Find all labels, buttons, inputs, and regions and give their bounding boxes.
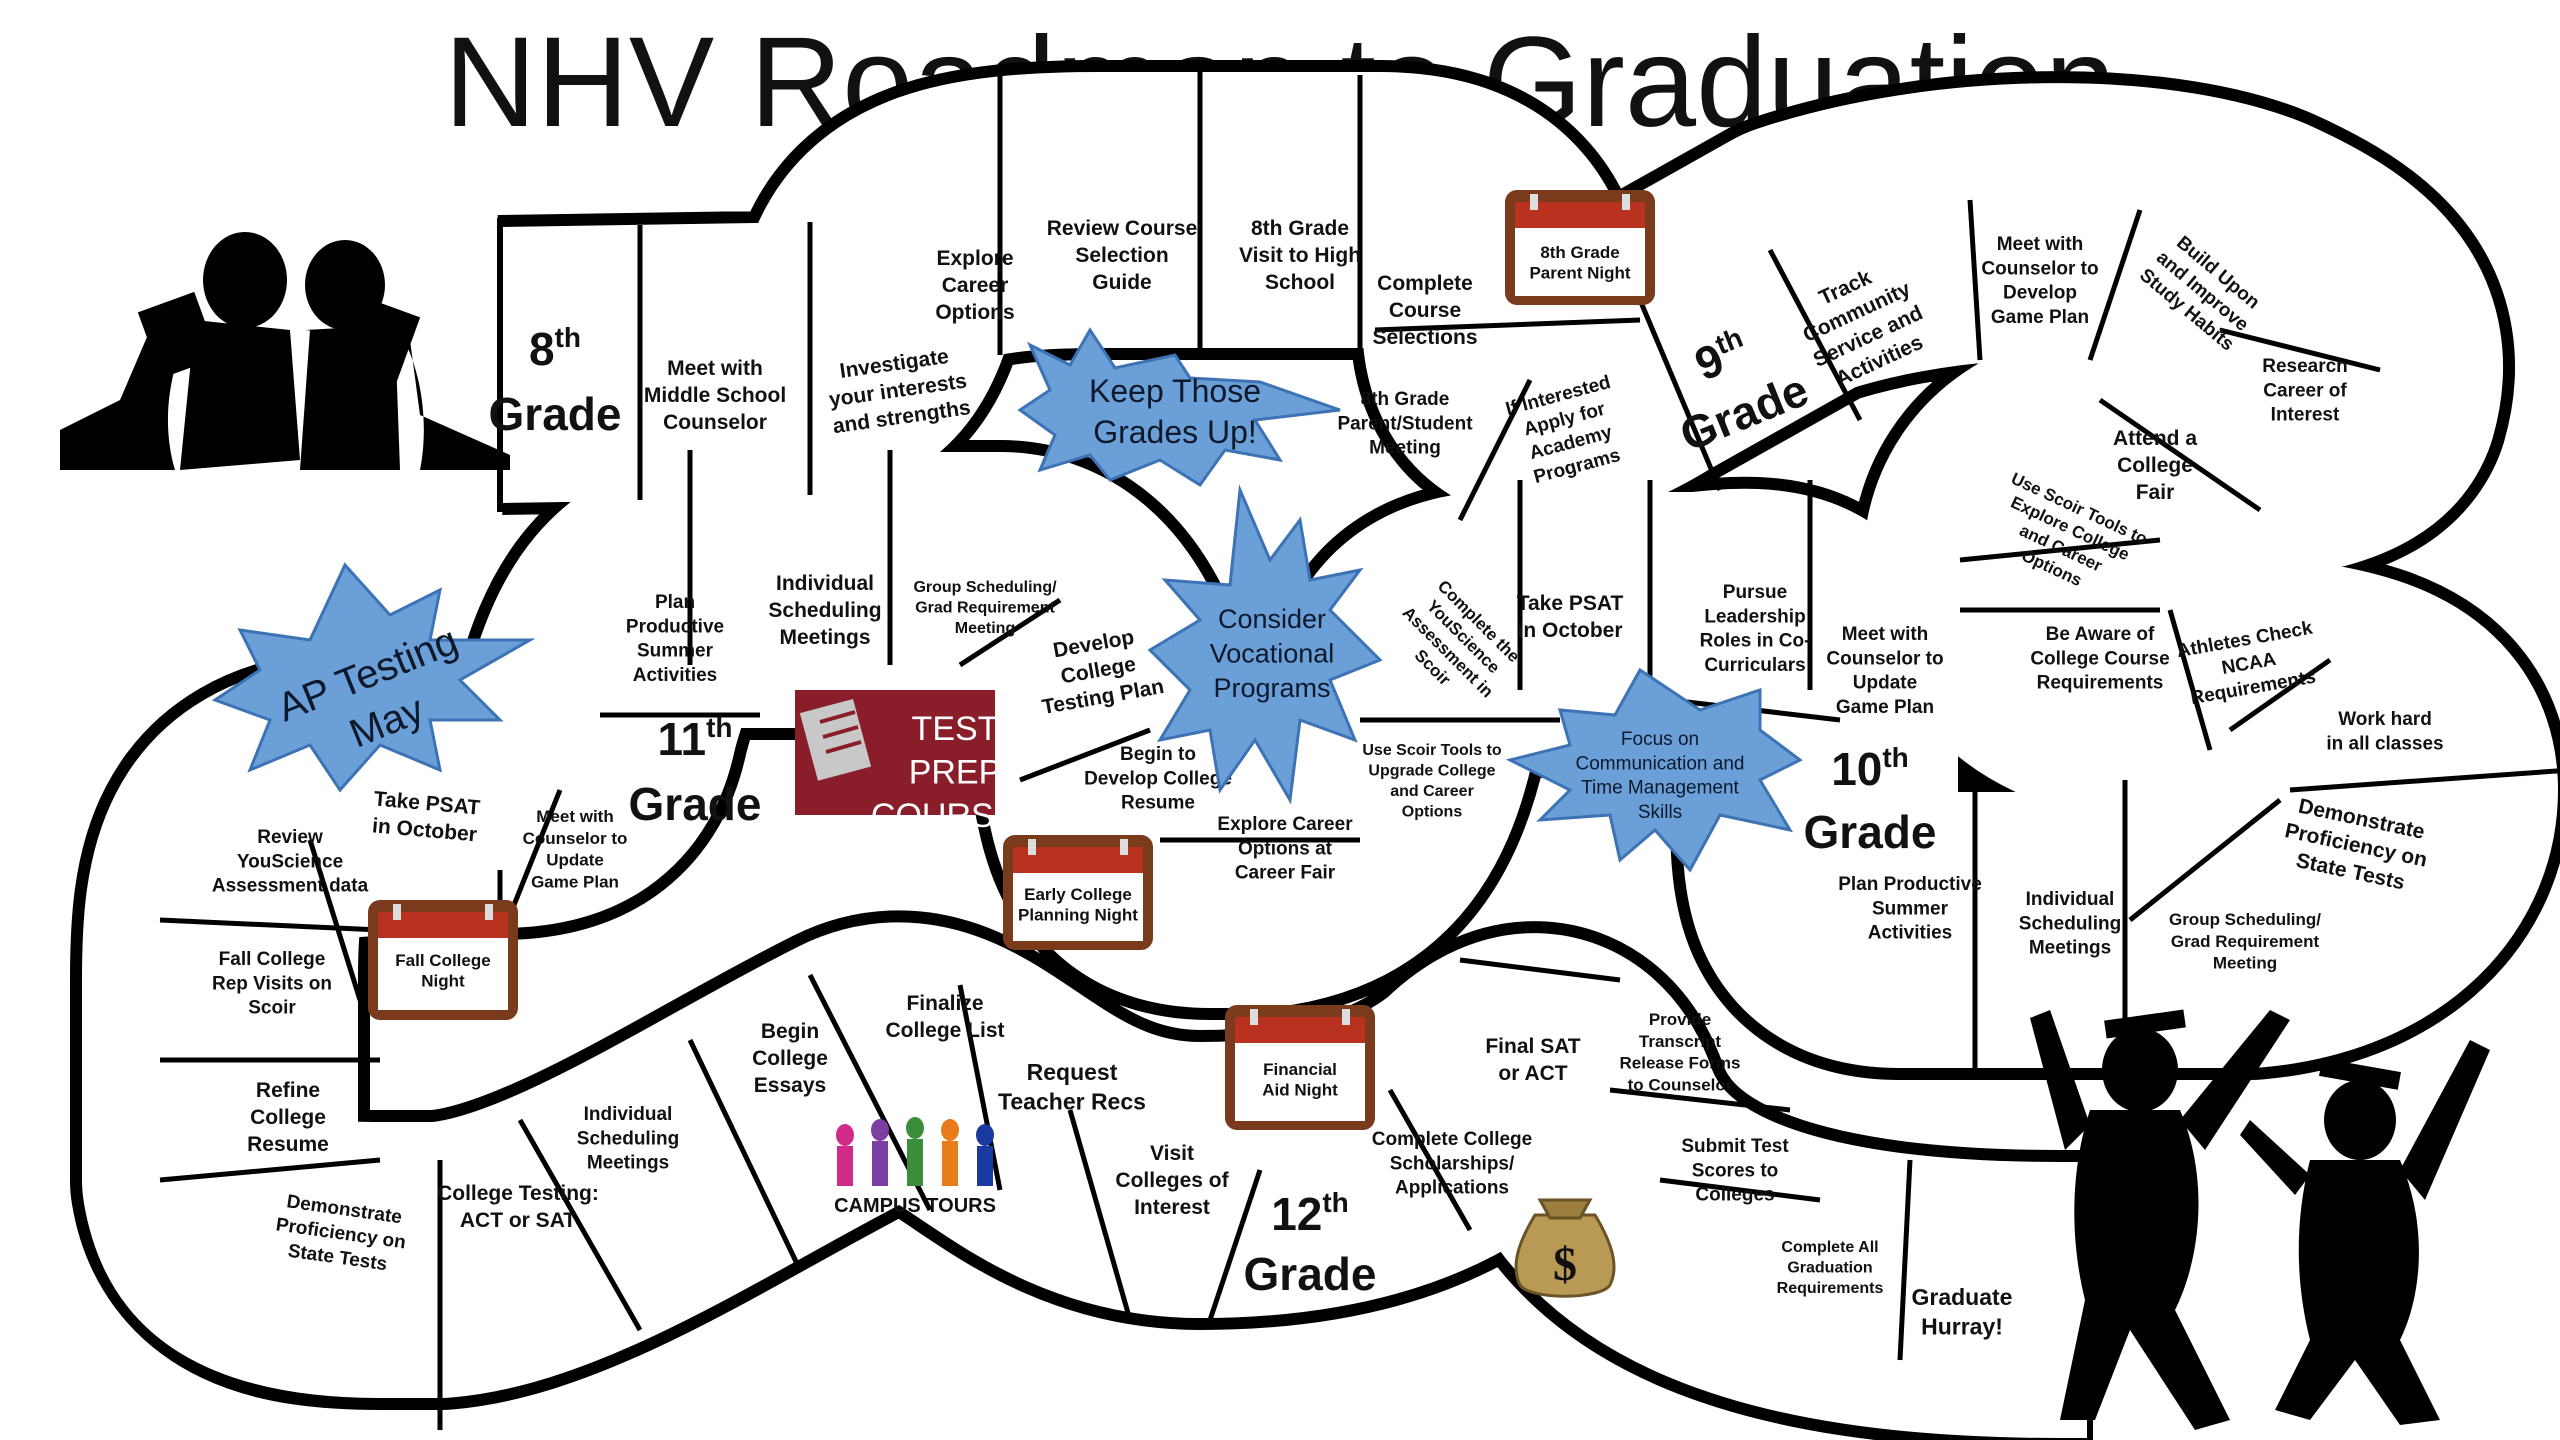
campus-tours-logo: CAMPUS TOURS (834, 1117, 996, 1217)
graduates-silhouette (2030, 1009, 2490, 1430)
star-ap-testing: AP TestingMay (211, 562, 536, 793)
svg-text:Grade: Grade (629, 778, 762, 830)
grade-labels: 8th Grade 9th Grade 10th Grade 11th Grad… (489, 322, 1937, 1300)
cell-dividers (159, 70, 2560, 1430)
svg-text:8th: 8th (529, 322, 581, 375)
money-symbol: $ (1553, 1238, 1577, 1291)
svg-text:10th: 10th (1831, 742, 1909, 795)
svg-text:Grade: Grade (1244, 1248, 1377, 1300)
grade-8-label: 8th Grade (489, 322, 622, 440)
grade-11-label: 11th Grade (629, 712, 762, 830)
svg-text:Grade: Grade (489, 388, 622, 440)
money-bag-icon: $ (1514, 1198, 1616, 1298)
campus-tours-text: CAMPUS TOURS (834, 1195, 996, 1217)
grade-10-label: 10th Grade (1804, 742, 1937, 858)
cell-college-testing-act-sat: College Testing:ACT or SAT (437, 1182, 599, 1232)
reading-students-silhouette (60, 232, 510, 470)
svg-text:Grade: Grade (1804, 806, 1937, 858)
svg-text:12th: 12th (1271, 1187, 1349, 1240)
grade-12-label: 12th Grade (1244, 1187, 1377, 1300)
svg-text:11th: 11th (657, 712, 732, 765)
